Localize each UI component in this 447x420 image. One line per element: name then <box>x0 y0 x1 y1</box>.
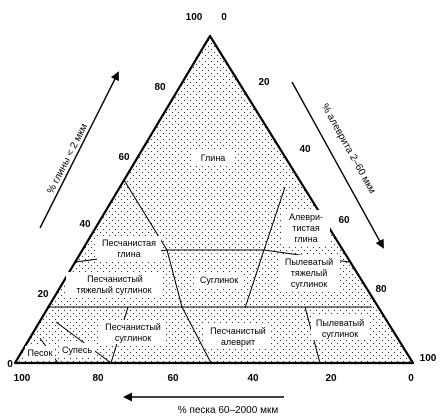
zone-sandy-clay-line2: глина <box>117 249 140 259</box>
zone-silty-loam-line2: суглинок <box>322 329 358 339</box>
bottom-axis-ticks: 100 80 60 40 20 0 <box>14 373 415 384</box>
right-axis-ticks: 0 20 40 60 80 100 <box>221 12 437 364</box>
zone-clay: Глина <box>201 153 226 163</box>
left-tick-60: 60 <box>118 152 130 163</box>
left-tick-40: 40 <box>79 219 91 230</box>
zone-sand: Песок <box>27 348 52 358</box>
zone-sandy-silt-line1: Песчанистый <box>210 326 266 336</box>
right-tick-100: 100 <box>420 353 437 364</box>
left-tick-100: 100 <box>186 12 203 23</box>
left-tick-80: 80 <box>154 82 166 93</box>
left-axis-title: % глины < 2 мкм <box>45 122 90 196</box>
zone-sandy-silt-line2: алеврит <box>221 337 255 347</box>
zone-sandy-heavy-loam-line2: тяжелый суглинок <box>76 285 151 295</box>
left-axis-arrow <box>39 71 119 229</box>
zone-loam: Суглинок <box>200 275 238 285</box>
zone-sandy-clay-line1: Песчанистая <box>102 238 156 248</box>
zone-silty-clay-line3: глина <box>294 234 317 244</box>
bottom-tick-40: 40 <box>247 373 259 384</box>
zone-sandy-loam-line1: Песчанистый <box>105 322 161 332</box>
zone-silty-heavy-loam-line2: тяжелый <box>291 268 327 278</box>
bottom-axis-title: % песка 60–2000 мкм <box>178 405 279 416</box>
bottom-tick-60: 60 <box>167 373 179 384</box>
class-boundaries <box>39 179 372 364</box>
bottom-tick-0: 0 <box>408 373 414 384</box>
bottom-tick-80: 80 <box>92 373 104 384</box>
right-axis-title: % алеврита 2–60 мкм <box>319 102 378 196</box>
right-tick-0: 0 <box>221 12 227 23</box>
loam-left-boundary <box>166 249 183 308</box>
left-tick-20: 20 <box>37 289 49 300</box>
zone-sandy-heavy-loam-line1: Песчанистый <box>87 274 143 284</box>
zone-silty-clay-line1: Алеври- <box>289 212 323 222</box>
right-tick-20: 20 <box>258 77 270 88</box>
right-axis-arrow <box>291 81 384 249</box>
bottom-tick-100: 100 <box>14 373 31 384</box>
zone-silty-clay-line2: тистая <box>292 223 320 233</box>
left-tick-0: 0 <box>7 359 13 370</box>
right-tick-80: 80 <box>375 284 387 295</box>
sandy-silt-left-boundary <box>181 306 212 364</box>
left-axis-ticks: 0 20 40 60 80 100 <box>7 12 203 370</box>
triangle-outline <box>13 34 415 365</box>
zone-supes: Супесь <box>62 345 92 355</box>
loam-right-boundary <box>244 249 265 309</box>
clay-lower-boundary <box>123 179 286 251</box>
bottom-tick-20: 20 <box>325 373 337 384</box>
right-tick-60: 60 <box>338 215 350 226</box>
supes-upper-boundary <box>55 321 112 364</box>
zone-sandy-loam-line2: суглинок <box>115 333 151 343</box>
zone-silty-loam-line1: Пылеватый <box>316 318 364 328</box>
zone-silty-heavy-loam-line3: суглинок <box>291 279 327 289</box>
zone-labels: Глина Алеври- тистая глина Песчанистая г… <box>25 150 369 359</box>
right-tick-40: 40 <box>299 144 311 155</box>
zone-silty-heavy-loam-line1: Пылеватый <box>285 257 333 267</box>
